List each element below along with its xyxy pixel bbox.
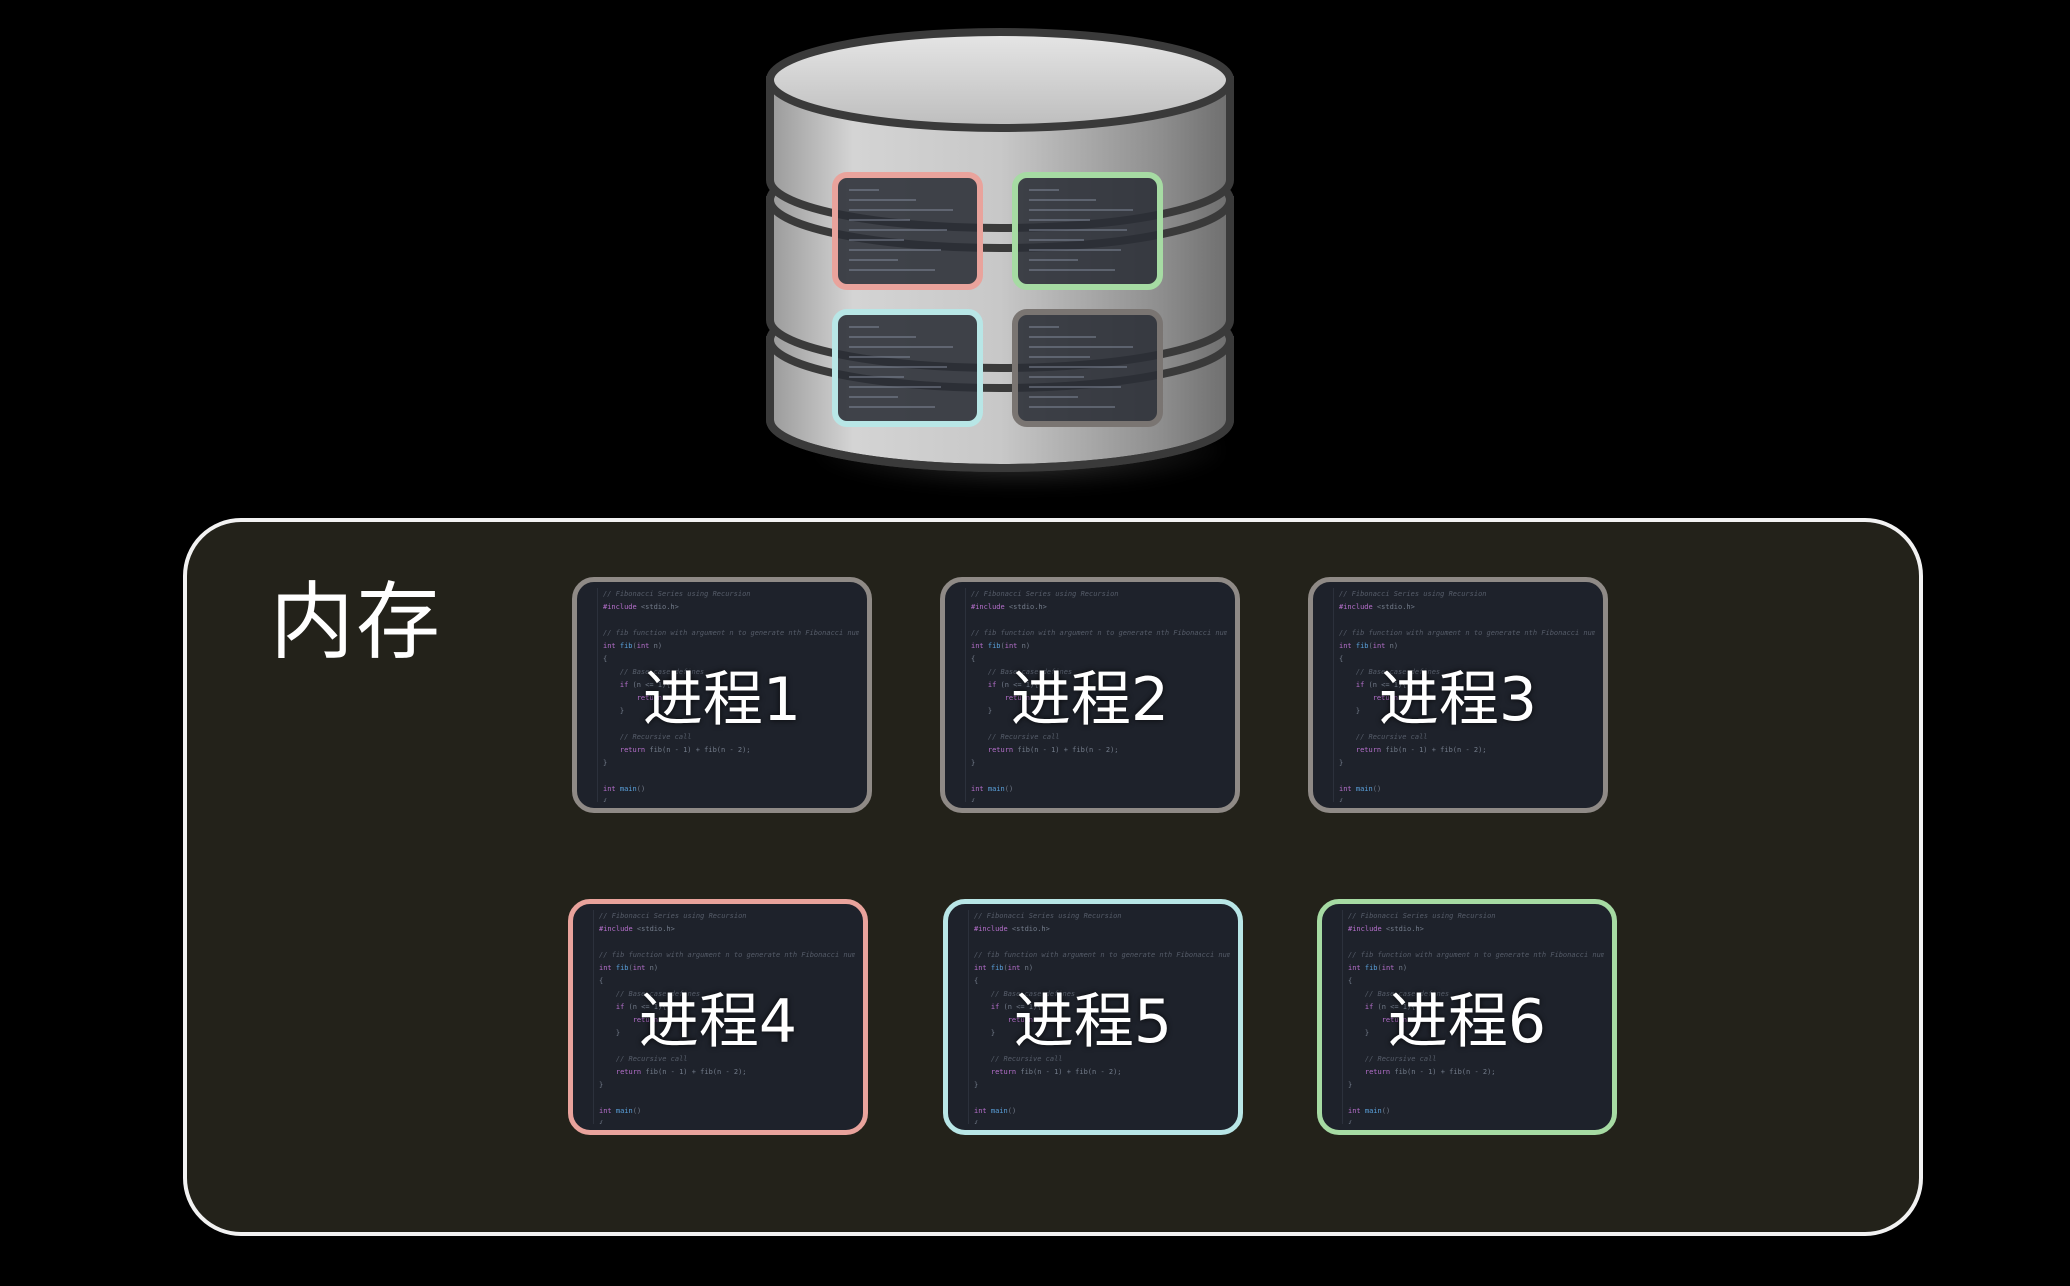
process-card-3: // Fibonacci Series using Recursion #inc… [1308,577,1608,813]
disk-block-4 [1012,309,1163,427]
code-gutter [953,588,966,802]
code-snippet: // Fibonacci Series using Recursion #inc… [1339,590,1595,802]
process-card-5: // Fibonacci Series using Recursion #inc… [943,899,1243,1135]
process-label: 进程1 [642,665,802,735]
disk-block-1 [832,172,983,290]
disk-block-2 [1012,172,1163,290]
process-label: 进程2 [1010,665,1170,735]
code-snippet: // Fibonacci Series using Recursion #inc… [971,590,1227,802]
process-card-2: // Fibonacci Series using Recursion #inc… [940,577,1240,813]
disk-block-3 [832,309,983,427]
code-gutter [581,910,594,1124]
code-snippet: // Fibonacci Series using Recursion #inc… [603,590,859,802]
process-card-6: // Fibonacci Series using Recursion #inc… [1317,899,1617,1135]
process-label: 进程3 [1378,665,1538,735]
code-gutter [1321,588,1334,802]
memory-label: 内存 [270,573,443,671]
code-gutter [585,588,598,802]
code-gutter [1330,910,1343,1124]
code-snippet: // Fibonacci Series using Recursion #inc… [599,912,855,1124]
disk-storage-icon [766,28,1234,472]
process-label: 进程5 [1013,987,1173,1057]
code-snippet: // Fibonacci Series using Recursion #inc… [974,912,1230,1124]
code-gutter [956,910,969,1124]
process-card-1: // Fibonacci Series using Recursion #inc… [572,577,872,813]
process-label: 进程4 [638,987,798,1057]
code-snippet: // Fibonacci Series using Recursion #inc… [1348,912,1604,1124]
process-card-4: // Fibonacci Series using Recursion #inc… [568,899,868,1135]
process-label: 进程6 [1387,987,1547,1057]
